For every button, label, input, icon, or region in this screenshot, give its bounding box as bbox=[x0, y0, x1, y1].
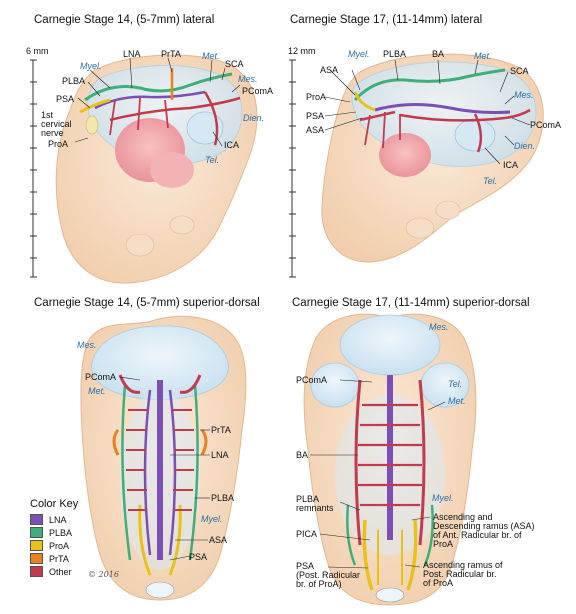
p1-cervical-2: cervical bbox=[41, 119, 72, 129]
p2-proa: ProA bbox=[306, 92, 327, 102]
panel2-scale: 12 mm bbox=[288, 46, 316, 56]
p2-ica: ICA bbox=[503, 160, 519, 170]
p4-asc-ramus-2: Post. Radicular br. bbox=[423, 569, 497, 579]
swatch-plba bbox=[30, 527, 43, 538]
panel1-embryo bbox=[30, 54, 258, 284]
color-key-label: Other bbox=[49, 566, 72, 577]
panel3-embryo bbox=[80, 315, 247, 601]
swatch-lna bbox=[30, 514, 43, 525]
p2-met: Met. bbox=[474, 51, 492, 61]
p4-asc-desc-4: ProA bbox=[433, 539, 454, 549]
swatch-proa bbox=[30, 540, 43, 551]
p1-mes: Mes. bbox=[238, 74, 258, 84]
color-key-item-plba: PLBA bbox=[30, 526, 78, 539]
p1-lna: LNA bbox=[123, 49, 141, 59]
color-key-item-other: Other bbox=[30, 565, 78, 578]
p3-lna: LNA bbox=[211, 450, 229, 460]
color-key: Color Key LNA PLBA ProA PrTA Other bbox=[30, 498, 78, 578]
p4-pcoma: PComA bbox=[296, 375, 328, 385]
p1-pcoma: PComA bbox=[242, 86, 274, 96]
p4-asc-desc-3: of Ant. Radicular br. of bbox=[433, 530, 522, 540]
p3-psa: PSA bbox=[189, 552, 208, 562]
color-key-label: PrTA bbox=[49, 553, 69, 564]
p1-dien: Dien. bbox=[243, 113, 265, 123]
p1-ica: ICA bbox=[224, 140, 240, 150]
panel2-embryo bbox=[289, 53, 544, 278]
p2-pcoma: PComA bbox=[530, 120, 562, 130]
p4-ba: BA bbox=[296, 450, 309, 460]
p1-met: Met. bbox=[202, 51, 220, 61]
swatch-other bbox=[30, 566, 43, 577]
p4-met: Met. bbox=[448, 396, 466, 406]
p1-cervical-1: 1st bbox=[41, 110, 54, 120]
p3-pcoma: PComA bbox=[85, 372, 117, 382]
swatch-prta bbox=[30, 553, 43, 564]
p4-psa-3: br. of ProA) bbox=[296, 579, 342, 589]
p2-plba: PLBA bbox=[383, 49, 407, 59]
p1-plba: PLBA bbox=[62, 76, 86, 86]
p2-mes: Mes. bbox=[514, 90, 534, 100]
artist-signature: © 2016 bbox=[88, 570, 119, 579]
p4-psa-1: PSA bbox=[296, 561, 315, 571]
p2-tel: Tel. bbox=[483, 176, 498, 186]
panel3-title: Carnegie Stage 14, (5-7mm) superior-dors… bbox=[34, 297, 260, 309]
color-key-item-lna: LNA bbox=[30, 513, 78, 526]
p1-tel: Tel. bbox=[205, 155, 220, 165]
p4-asc-desc-2: Descending ramus (ASA) bbox=[433, 521, 535, 531]
panel1-title: Carnegie Stage 14, (5-7mm) lateral bbox=[34, 14, 215, 26]
p2-dien: Dien. bbox=[514, 141, 536, 151]
p4-myel: Myel. bbox=[432, 493, 454, 503]
p3-prta: PrTA bbox=[211, 425, 231, 435]
color-key-label: PLBA bbox=[49, 527, 73, 538]
p1-cervical-3: nerve bbox=[41, 128, 64, 138]
p4-plba-remnants-1: PLBA bbox=[296, 494, 320, 504]
p4-plba-remnants-2: remnants bbox=[296, 503, 334, 513]
p3-mes: Mes. bbox=[77, 340, 97, 350]
p4-mes: Mes. bbox=[429, 322, 449, 332]
panel2-title: Carnegie Stage 17, (11-14mm) lateral bbox=[290, 14, 483, 26]
panel4-embryo bbox=[303, 313, 477, 606]
p4-pica: PICA bbox=[296, 529, 318, 539]
color-key-title: Color Key bbox=[30, 498, 79, 510]
color-key-label: ProA bbox=[49, 540, 70, 551]
p3-asa: ASA bbox=[209, 535, 228, 545]
p4-asc-ramus-1: Ascending ramus of bbox=[423, 560, 503, 570]
p4-asc-desc-1: Ascending and bbox=[433, 512, 493, 522]
p2-myel: Myel. bbox=[348, 49, 370, 59]
p2-asa-lower: ASA bbox=[306, 125, 325, 135]
color-key-label: LNA bbox=[49, 514, 67, 525]
panel4-title: Carnegie Stage 17, (11-14mm) superior-do… bbox=[292, 297, 530, 309]
p4-asc-ramus-3: of ProA bbox=[423, 578, 454, 588]
p3-myel: Myel. bbox=[201, 514, 223, 524]
p3-plba: PLBA bbox=[211, 493, 235, 503]
p1-psa: PSA bbox=[56, 94, 75, 104]
p2-asa: ASA bbox=[320, 65, 339, 75]
p1-myel: Myel. bbox=[80, 61, 102, 71]
p2-ba: BA bbox=[432, 49, 445, 59]
color-key-item-prta: PrTA bbox=[30, 552, 78, 565]
p2-sca: SCA bbox=[510, 66, 529, 76]
panel1-scale: 6 mm bbox=[26, 46, 49, 56]
p3-met: Met. bbox=[88, 386, 106, 396]
p1-proa: ProA bbox=[48, 139, 69, 149]
p1-prta: PrTA bbox=[161, 49, 181, 59]
p4-tel: Tel. bbox=[448, 379, 463, 389]
p4-psa-2: (Post. Radicular bbox=[296, 570, 361, 580]
p2-psa: PSA bbox=[306, 111, 325, 121]
p1-sca: SCA bbox=[225, 59, 244, 69]
color-key-item-proa: ProA bbox=[30, 539, 78, 552]
